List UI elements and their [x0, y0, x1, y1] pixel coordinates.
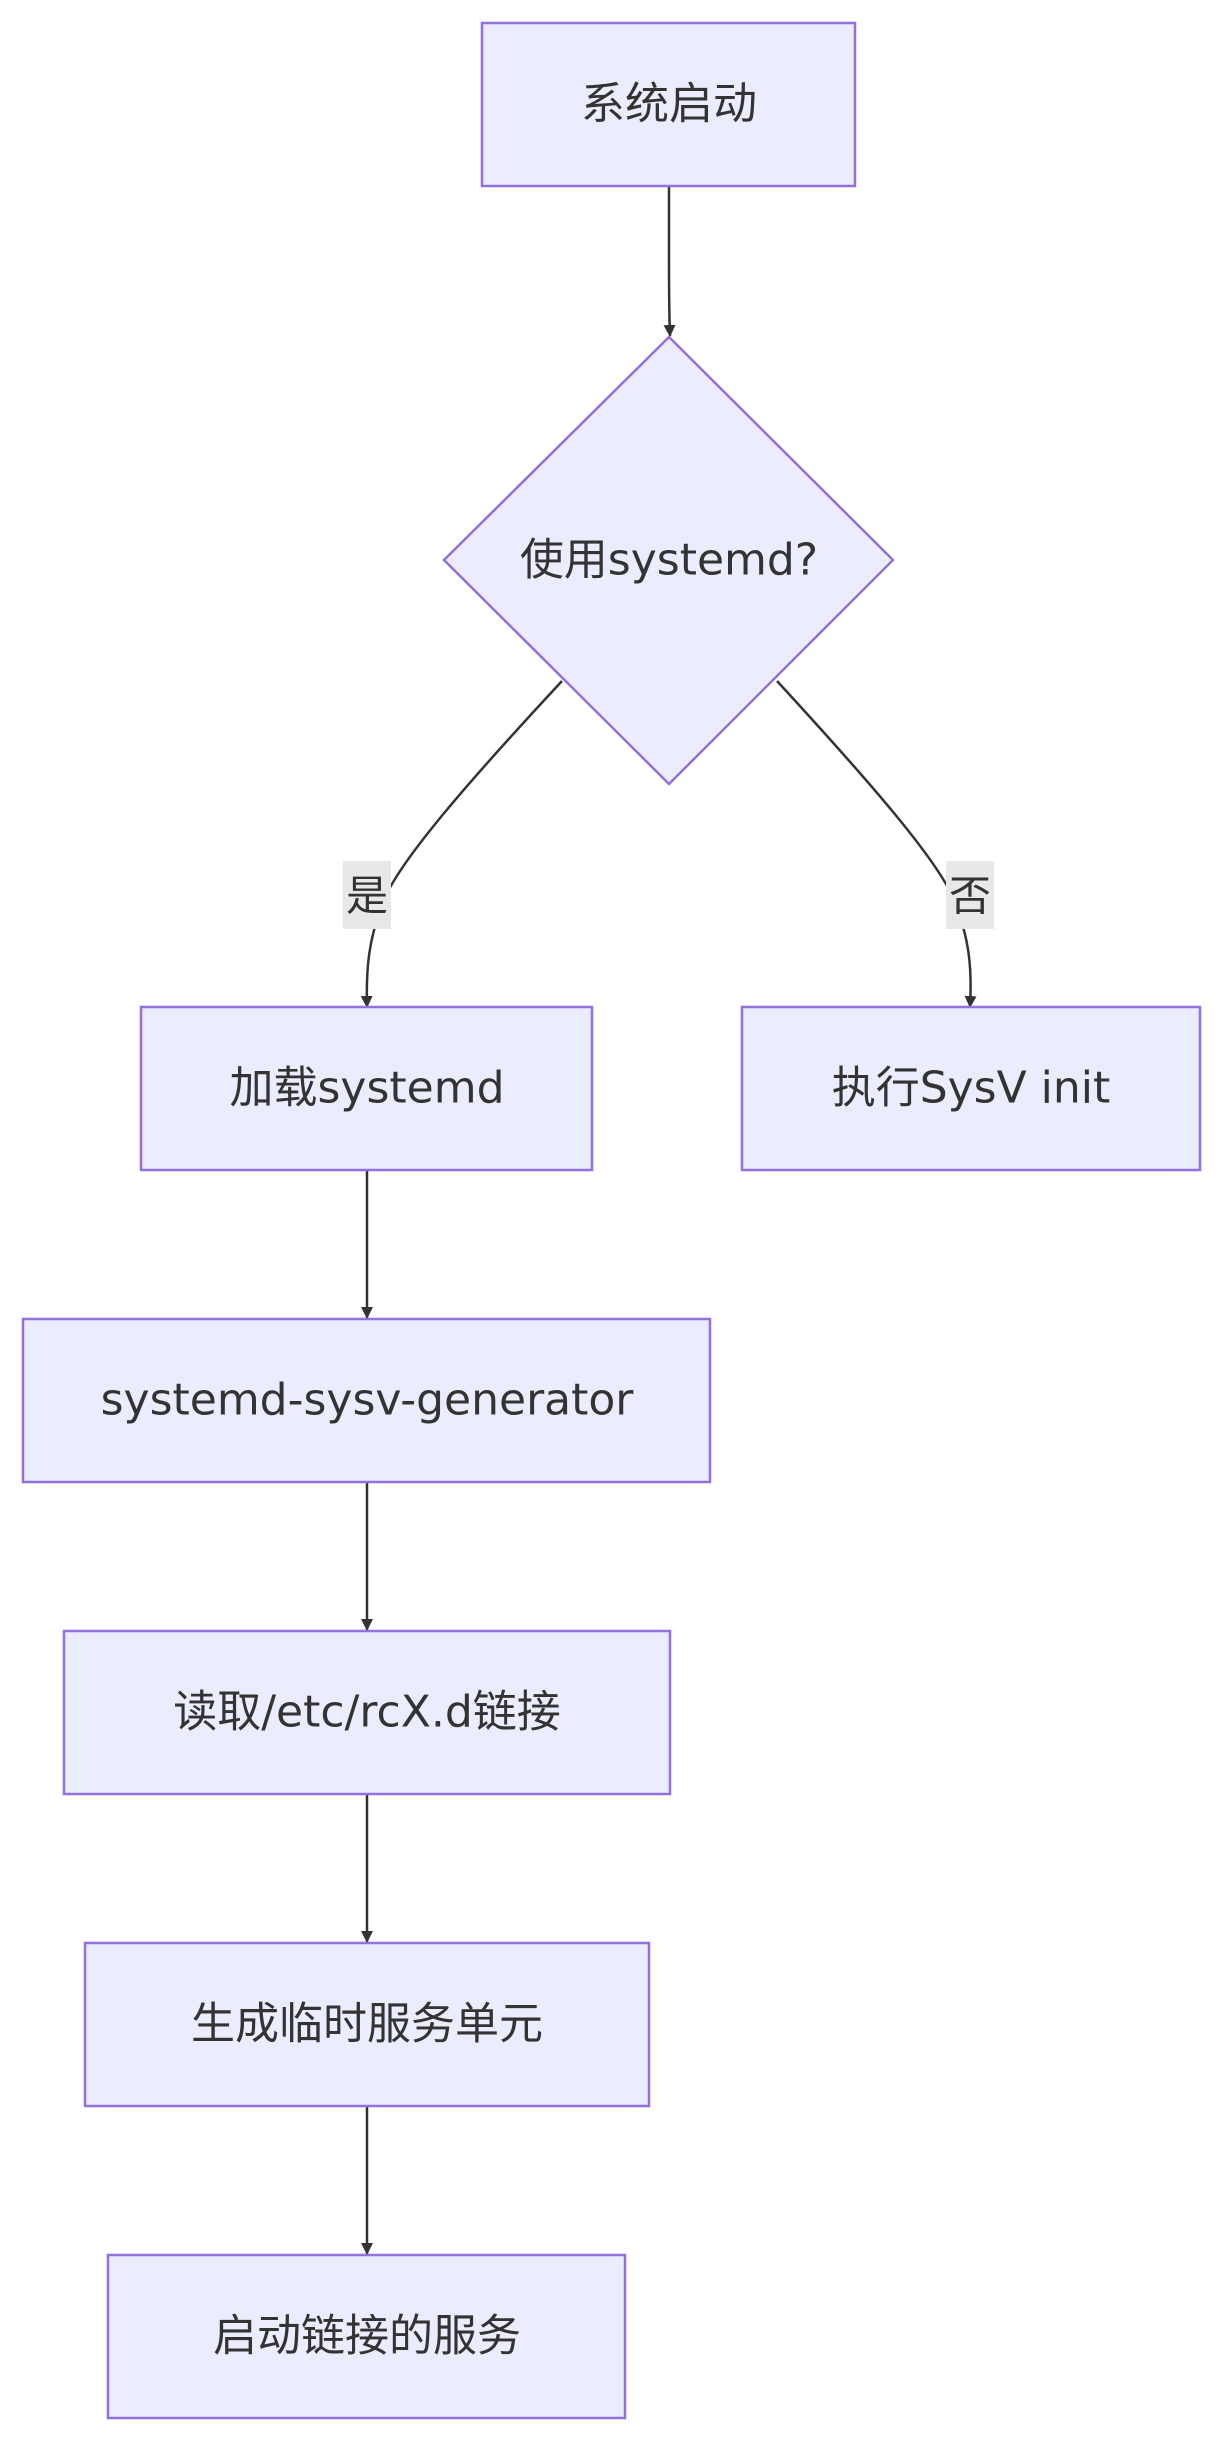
node-generator-label: systemd-sysv-generator [101, 1375, 635, 1426]
edge-label-yes-text: 是 [346, 872, 388, 921]
node-start: 系统启动 [480, 21, 857, 188]
node-load-systemd: 加载systemd [139, 1005, 594, 1172]
edge-label-yes: 是 [343, 861, 391, 929]
node-decision-label: 使用systemd? [520, 535, 818, 586]
node-read-links: 读取/etc/rcX.d链接 [62, 1629, 672, 1796]
node-start-services: 启动链接的服务 [106, 2253, 627, 2420]
node-start-services-label: 启动链接的服务 [213, 2311, 521, 2362]
edge-decision-to-load-systemd [360, 680, 563, 1008]
node-load-systemd-label: 加载systemd [230, 1063, 505, 1114]
edge-label-no: 否 [946, 861, 994, 929]
edge-label-no-text: 否 [949, 872, 991, 921]
node-start-label: 系统启动 [581, 79, 757, 130]
node-decision: 使用systemd? [442, 335, 895, 786]
node-gen-units-label: 生成临时服务单元 [191, 1999, 543, 2050]
node-sysv-init-label: 执行SysV init [832, 1063, 1111, 1114]
node-sysv-init: 执行SysV init [740, 1005, 1202, 1172]
node-generator: systemd-sysv-generator [21, 1317, 712, 1484]
edge-decision-to-sysv-init [776, 680, 977, 1008]
node-read-links-label: 读取/etc/rcX.d链接 [173, 1687, 561, 1738]
node-gen-units: 生成临时服务单元 [83, 1941, 651, 2108]
edge-start-to-decision [663, 186, 676, 337]
